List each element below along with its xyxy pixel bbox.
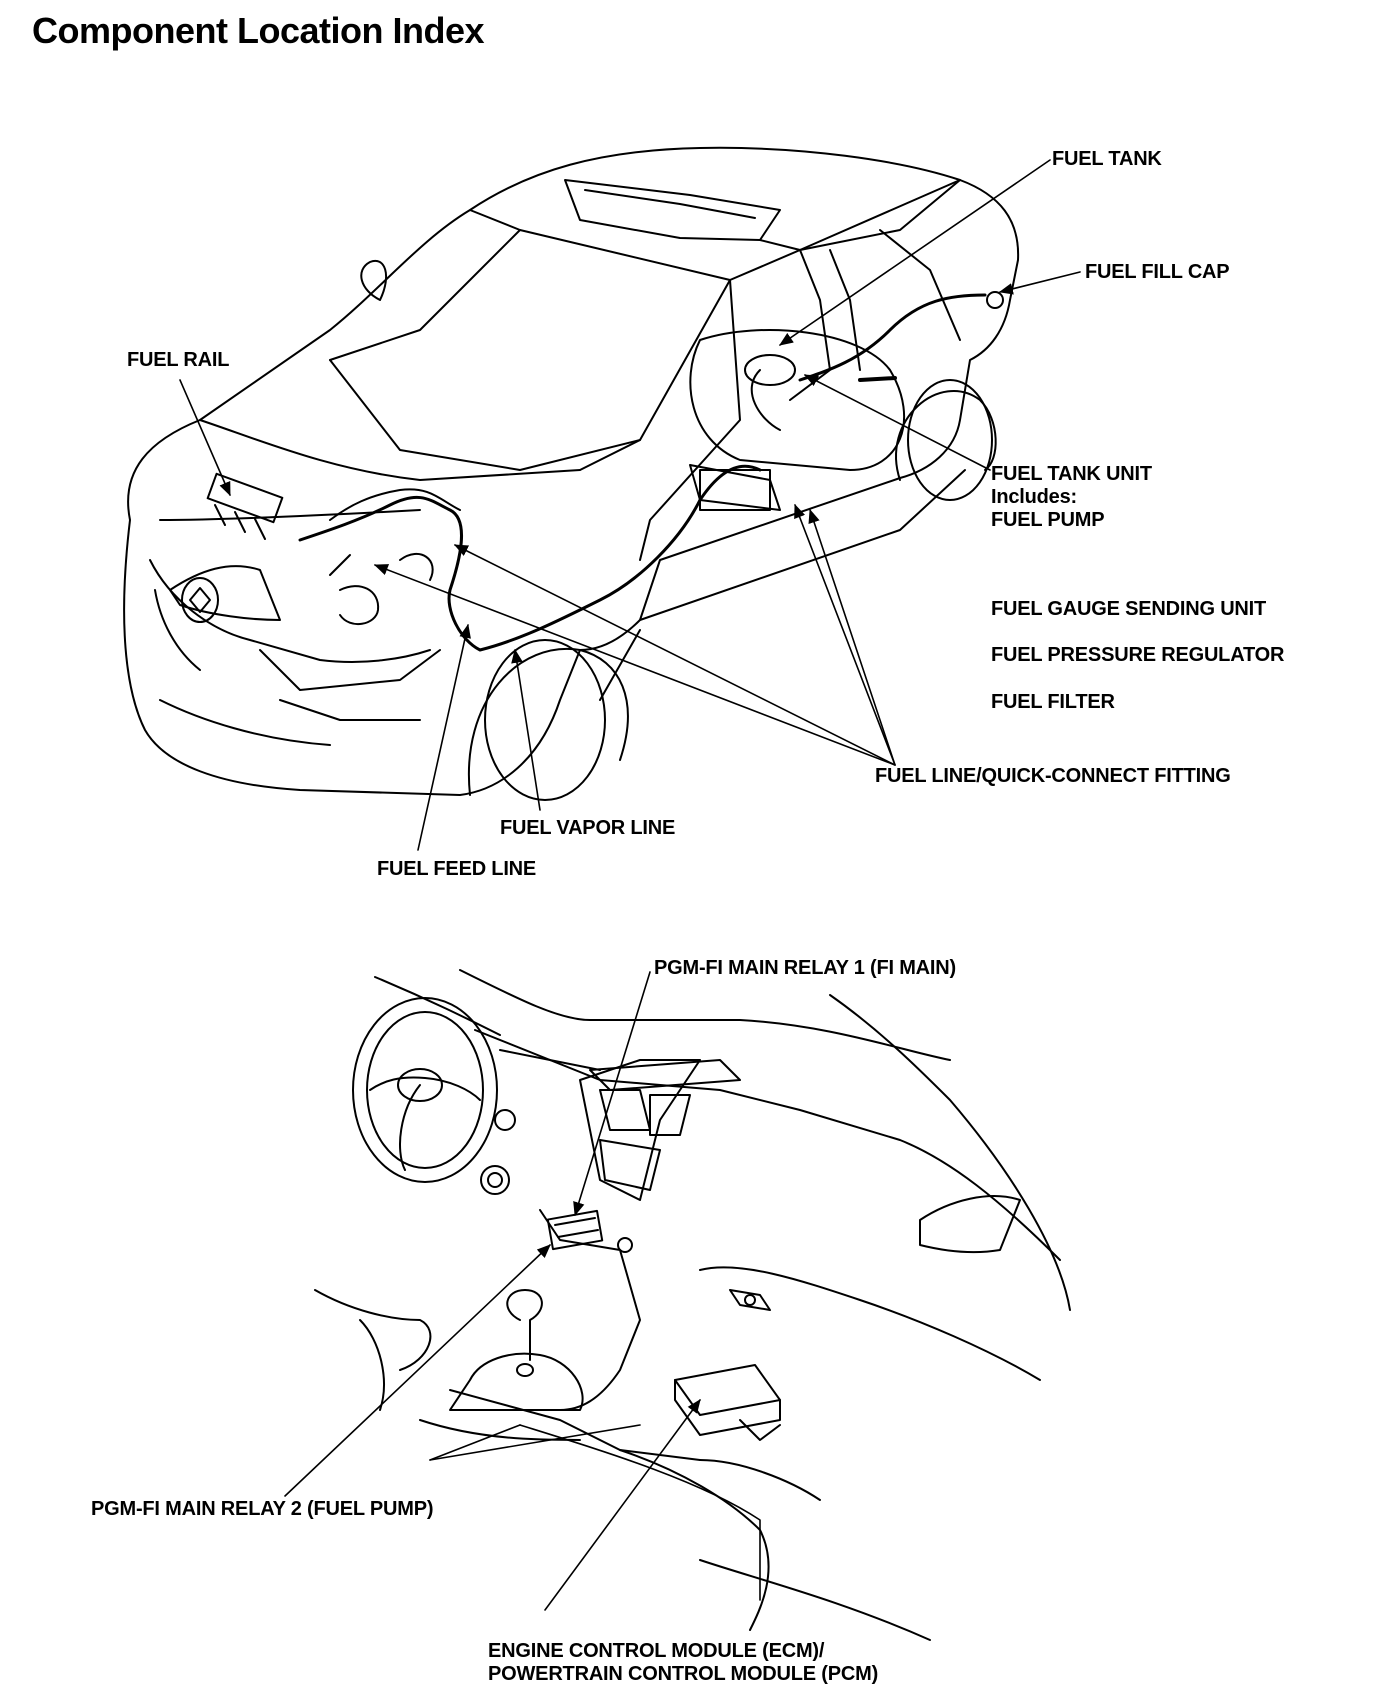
label-fuel-tank-unit-title: FUEL TANK UNIT xyxy=(991,463,1152,485)
label-fuel-fill-cap: FUEL FILL CAP xyxy=(1085,261,1230,283)
label-pcm-line: POWERTRAIN CONTROL MODULE (PCM) xyxy=(488,1663,879,1685)
label-pgm-fi-main-relay-1: PGM-FI MAIN RELAY 1 (FI MAIN) xyxy=(654,957,956,979)
dashboard-illustration xyxy=(315,970,1070,1640)
label-fuel-pump: FUEL PUMP xyxy=(991,509,1105,531)
fuel-system-leader-lines xyxy=(180,160,1080,850)
label-fuel-line-quick-connect: FUEL LINE/QUICK-CONNECT FITTING xyxy=(875,765,1231,787)
label-pgm-fi-main-relay-2: PGM-FI MAIN RELAY 2 (FUEL PUMP) xyxy=(91,1498,434,1520)
relay-module-leader-lines xyxy=(285,972,760,1610)
label-fuel-gauge-sending-unit: FUEL GAUGE SENDING UNIT xyxy=(991,598,1267,620)
label-fuel-vapor-line: FUEL VAPOR LINE xyxy=(500,817,676,839)
car-illustration xyxy=(124,148,1018,800)
label-ecm-pcm: ENGINE CONTROL MODULE (ECM)/ POWERTRAIN … xyxy=(488,1640,878,1686)
label-fuel-rail: FUEL RAIL xyxy=(127,349,230,371)
label-fuel-tank-unit: FUEL TANK UNIT Includes: FUEL PUMP xyxy=(991,463,1152,532)
page-title: Component Location Index xyxy=(32,10,485,51)
label-fuel-filter: FUEL FILTER xyxy=(991,691,1115,713)
label-fuel-tank: FUEL TANK xyxy=(1052,148,1162,170)
label-includes: Includes: xyxy=(991,486,1077,508)
label-ecm-line: ENGINE CONTROL MODULE (ECM)/ xyxy=(488,1640,825,1662)
label-fuel-pressure-regulator: FUEL PRESSURE REGULATOR xyxy=(991,644,1285,666)
label-fuel-feed-line: FUEL FEED LINE xyxy=(377,858,537,880)
